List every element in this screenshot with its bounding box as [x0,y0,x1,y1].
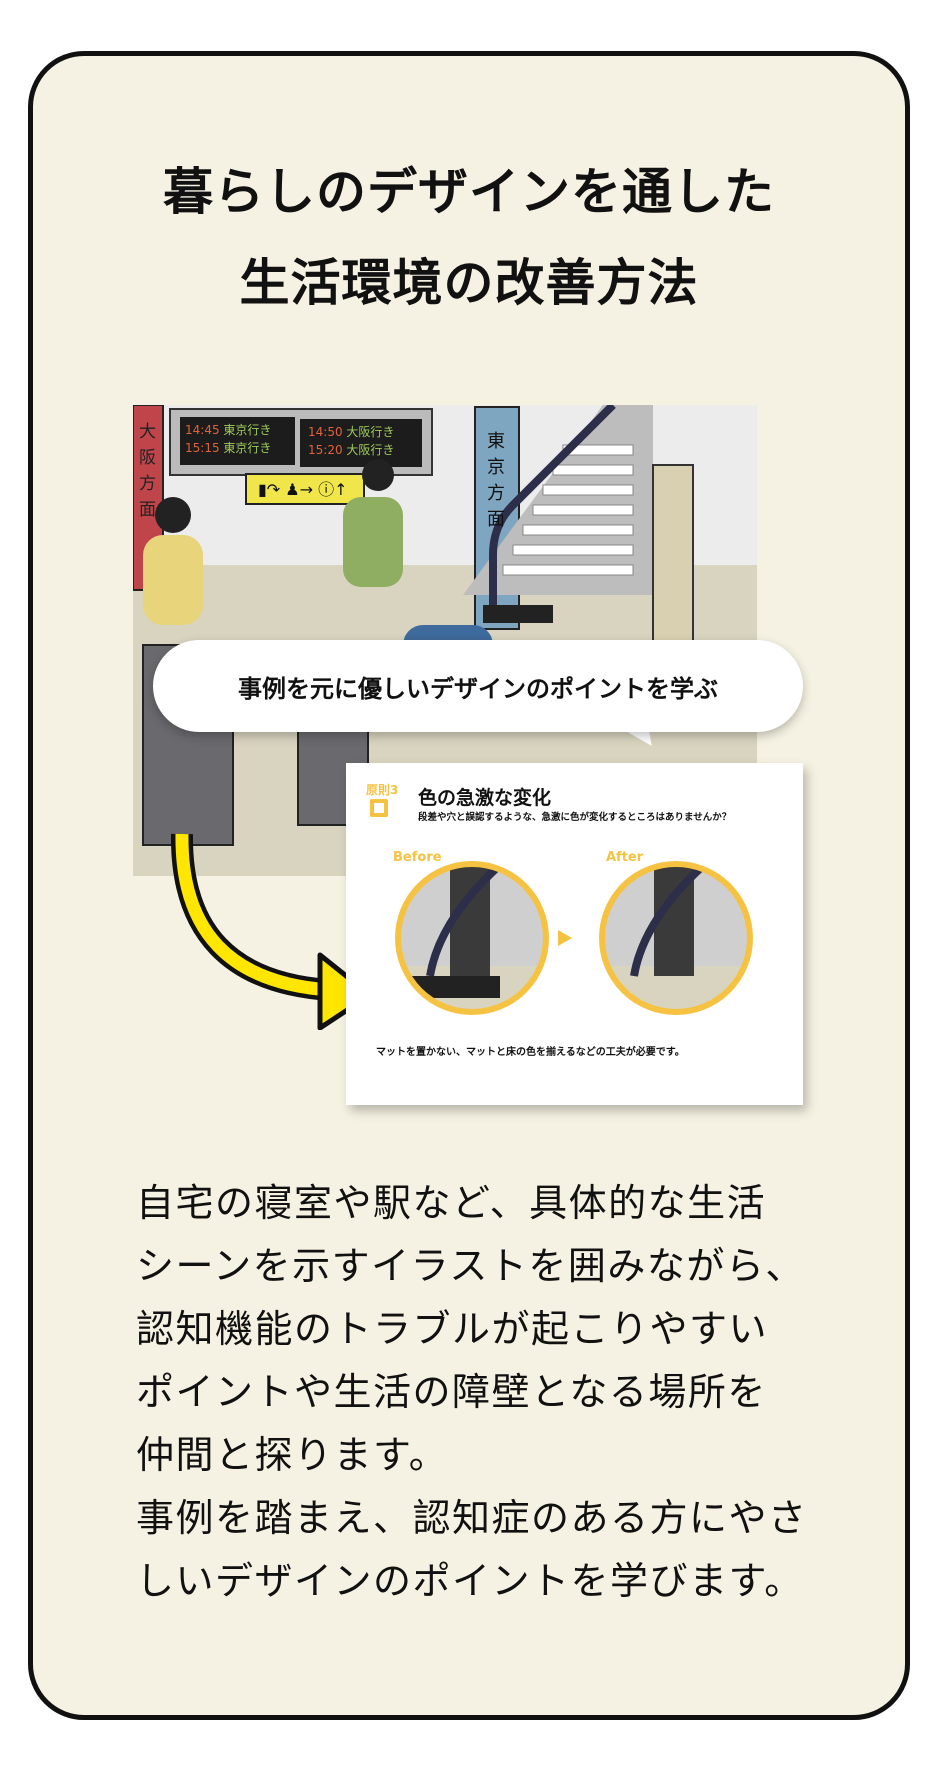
description-line: 事例を踏まえ、認知症のある方にやさ [136,1496,808,1540]
principle-label: 原則3 [366,783,399,797]
curved-arrow-icon [170,833,373,1030]
title-line-2: 生活環境の改善方法 [239,254,699,312]
checkbox-icon [370,799,388,817]
sign-osaka: 大阪方面 [139,422,156,520]
panel-caption: マットを置かない、マットと床の色を揃えるなどの工夫が必要です。 [376,1047,685,1058]
sign-tokyo: 東京方面 [487,431,505,530]
description-line: 認知機能のトラブルが起こりやすい [136,1307,769,1351]
description: 自宅の寝室や駅など、具体的な生活 シーンを示すイラストを囲みながら、 認知機能の… [136,1172,808,1613]
panel-question: 段差や穴と誤認するような、急激に色が変化するところはありませんか？ [418,812,732,823]
description-line: シーンを示すイラストを囲みながら、 [136,1244,805,1288]
title-line-1: 暮らしのデザインを通した [163,163,775,221]
speech-bubble: 事例を元に優しいデザインのポイントを学ぶ [153,640,803,732]
departure-board-1: 14:45 東京行き 15:15 東京行き [185,423,272,455]
after-label: After [606,850,644,865]
description-line: 仲間と探ります。 [136,1433,449,1477]
principle-panel: 原則3 色の急激な変化 段差や穴と誤認するような、急激に色が変化するところはあり… [346,763,803,1105]
before-label: Before [393,850,442,865]
panel-heading: 色の急激な変化 [418,787,552,809]
before-after-images [395,861,753,1015]
description-line: ポイントや生活の障壁となる場所を [136,1370,767,1414]
description-line: しいデザインのポイントを学びます。 [136,1559,804,1603]
departure-board-2: 14:50 大阪行き 15:20 大阪行き [308,425,395,457]
svg-text:▮↷ ♟→ ⓘ↑: ▮↷ ♟→ ⓘ↑ [258,480,348,499]
description-line: 自宅の寝室や駅など、具体的な生活 [136,1181,767,1225]
